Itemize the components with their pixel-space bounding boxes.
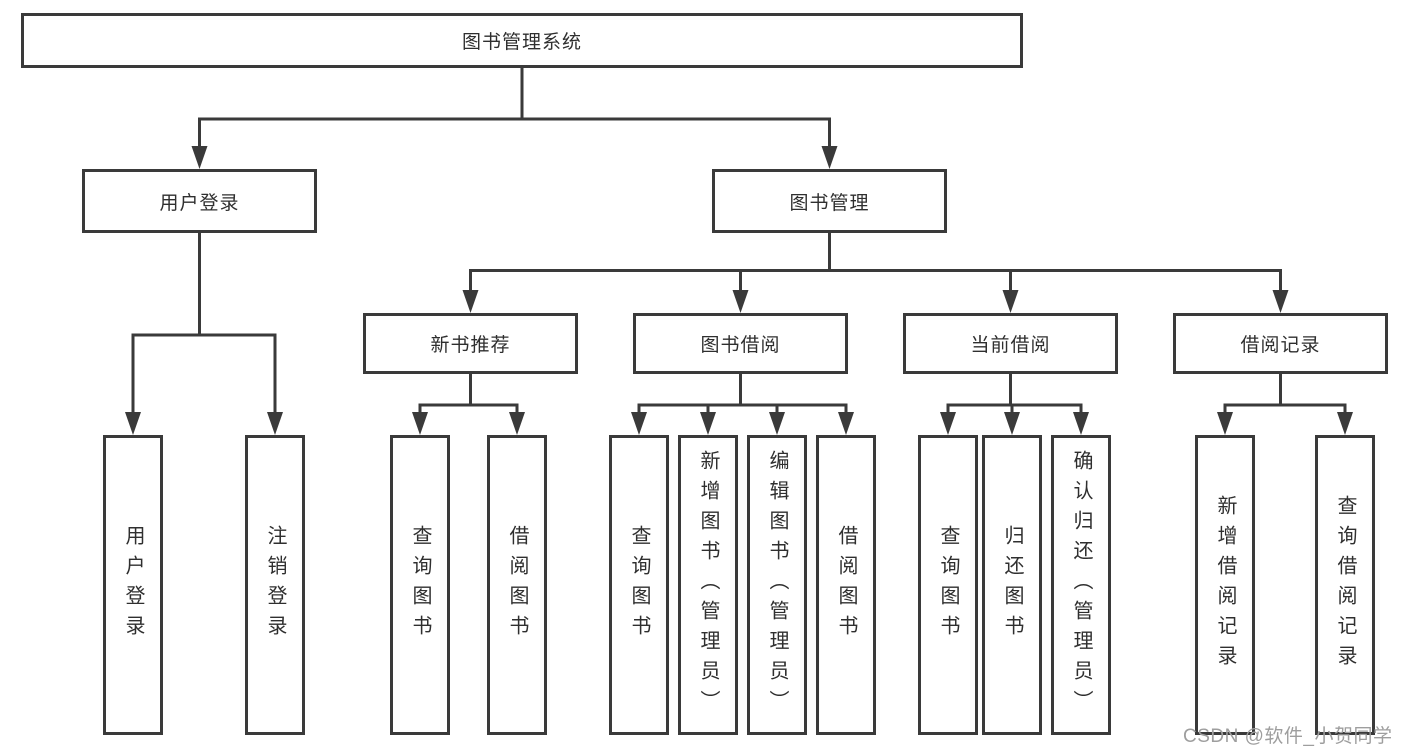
leaf-logout: 注销登录	[245, 435, 305, 735]
leaf-label: 新增图书（管理员）	[697, 450, 719, 720]
connector-new-book-to-leaves	[412, 374, 525, 435]
connector-book-borrow-to-leaves	[631, 374, 854, 435]
leaf-query-books-recommend: 查询图书	[390, 435, 450, 735]
leaf-user-login: 用户登录	[103, 435, 163, 735]
leaf-label: 用户登录	[122, 525, 144, 645]
leaf-borrow-books: 借阅图书	[816, 435, 876, 735]
node-root-system: 图书管理系统	[21, 13, 1023, 68]
node-borrow-records: 借阅记录	[1173, 313, 1388, 374]
connector-borrow-records-to-leaves	[1217, 374, 1353, 435]
leaf-borrow-books-recommend: 借阅图书	[487, 435, 547, 735]
leaf-query-books-current: 查询图书	[918, 435, 978, 735]
leaf-label: 查询图书	[628, 525, 650, 645]
leaf-label: 确认归还（管理员）	[1070, 450, 1092, 720]
connector-user-login-to-leaves	[125, 233, 283, 435]
node-book-management: 图书管理	[712, 169, 947, 233]
csdn-watermark: CSDN @软件_小贺同学	[1183, 726, 1393, 747]
leaf-add-books-admin: 新增图书（管理员）	[678, 435, 738, 735]
leaf-add-borrow-record: 新增借阅记录	[1195, 435, 1255, 735]
leaf-label: 注销登录	[264, 525, 286, 645]
leaf-label: 查询图书	[937, 525, 959, 645]
leaf-label: 借阅图书	[506, 525, 528, 645]
leaf-confirm-return-admin: 确认归还（管理员）	[1051, 435, 1111, 735]
leaf-label: 查询借阅记录	[1334, 495, 1356, 675]
leaf-edit-books-admin: 编辑图书（管理员）	[747, 435, 807, 735]
connector-root-to-level2	[191, 68, 838, 169]
leaf-return-books: 归还图书	[982, 435, 1042, 735]
node-current-borrow: 当前借阅	[903, 313, 1118, 374]
connector-current-borrow-to-leaves	[940, 374, 1089, 435]
node-book-borrow: 图书借阅	[633, 313, 848, 374]
leaf-label: 新增借阅记录	[1214, 495, 1236, 675]
leaf-query-borrow-record: 查询借阅记录	[1315, 435, 1375, 735]
leaf-label: 编辑图书（管理员）	[766, 450, 788, 720]
leaf-label: 查询图书	[409, 525, 431, 645]
node-user-login: 用户登录	[82, 169, 317, 233]
connector-book-management-to-level3	[462, 233, 1289, 313]
node-new-book-recommend: 新书推荐	[363, 313, 578, 374]
leaf-label: 借阅图书	[835, 525, 857, 645]
leaf-label: 归还图书	[1001, 525, 1023, 645]
leaf-query-books-borrow: 查询图书	[609, 435, 669, 735]
